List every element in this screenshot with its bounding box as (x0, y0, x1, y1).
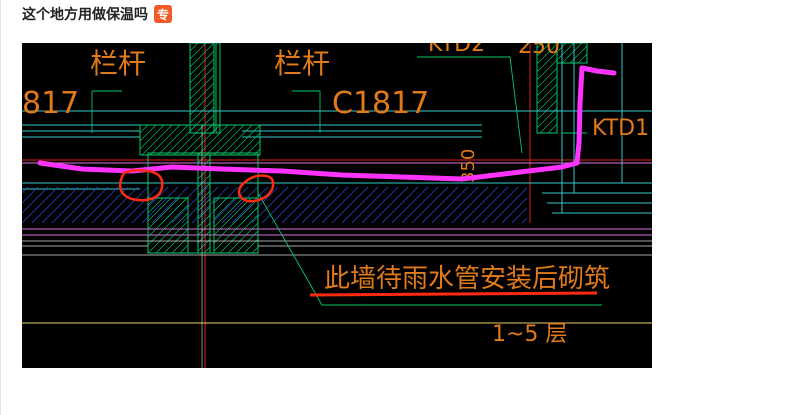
markup-magenta-line (37, 65, 617, 182)
page-left-border (0, 0, 1, 415)
markup-red-circle-left (118, 169, 164, 202)
expert-badge: 专 (154, 5, 172, 23)
label-note: 此墙待雨水管安装后砌筑 (324, 264, 610, 294)
label-ktd-right: KTD1 (592, 116, 649, 141)
wall-cap-right (556, 43, 588, 64)
cad-drawing: 栏杆 栏杆 817 C1817 KTD2 250 KTD1 350 此墙待雨水管… (22, 43, 652, 368)
cad-labels: 栏杆 栏杆 817 C1817 KTD2 250 KTD1 350 此墙待雨水管… (22, 43, 649, 347)
wall-column-left (189, 43, 215, 134)
window-lines (22, 43, 652, 214)
note-underline (309, 291, 598, 297)
label-window-mid: C1817 (332, 86, 429, 121)
markup-red-circle-right (237, 174, 275, 203)
question-header: 这个地方用做保温吗 专 (22, 3, 172, 25)
pink-lines (22, 162, 652, 236)
insulation-band (22, 187, 527, 223)
label-dim-top: 250 (518, 43, 560, 59)
label-dim-vertical: 350 (458, 149, 479, 183)
central-wall (139, 124, 261, 368)
label-ktd-top: KTD2 (428, 43, 485, 57)
label-railing-mid: 栏杆 (274, 47, 330, 80)
question-title: 这个地方用做保温吗 (22, 6, 148, 22)
label-window-left: 817 (22, 86, 79, 121)
slab-lines (22, 240, 652, 256)
attachment-image[interactable]: 栏杆 栏杆 817 C1817 KTD2 250 KTD1 350 此墙待雨水管… (22, 43, 652, 368)
label-floors: 1~5 层 (492, 322, 567, 347)
leader-lines (91, 56, 602, 306)
label-railing-left: 栏杆 (90, 47, 146, 80)
